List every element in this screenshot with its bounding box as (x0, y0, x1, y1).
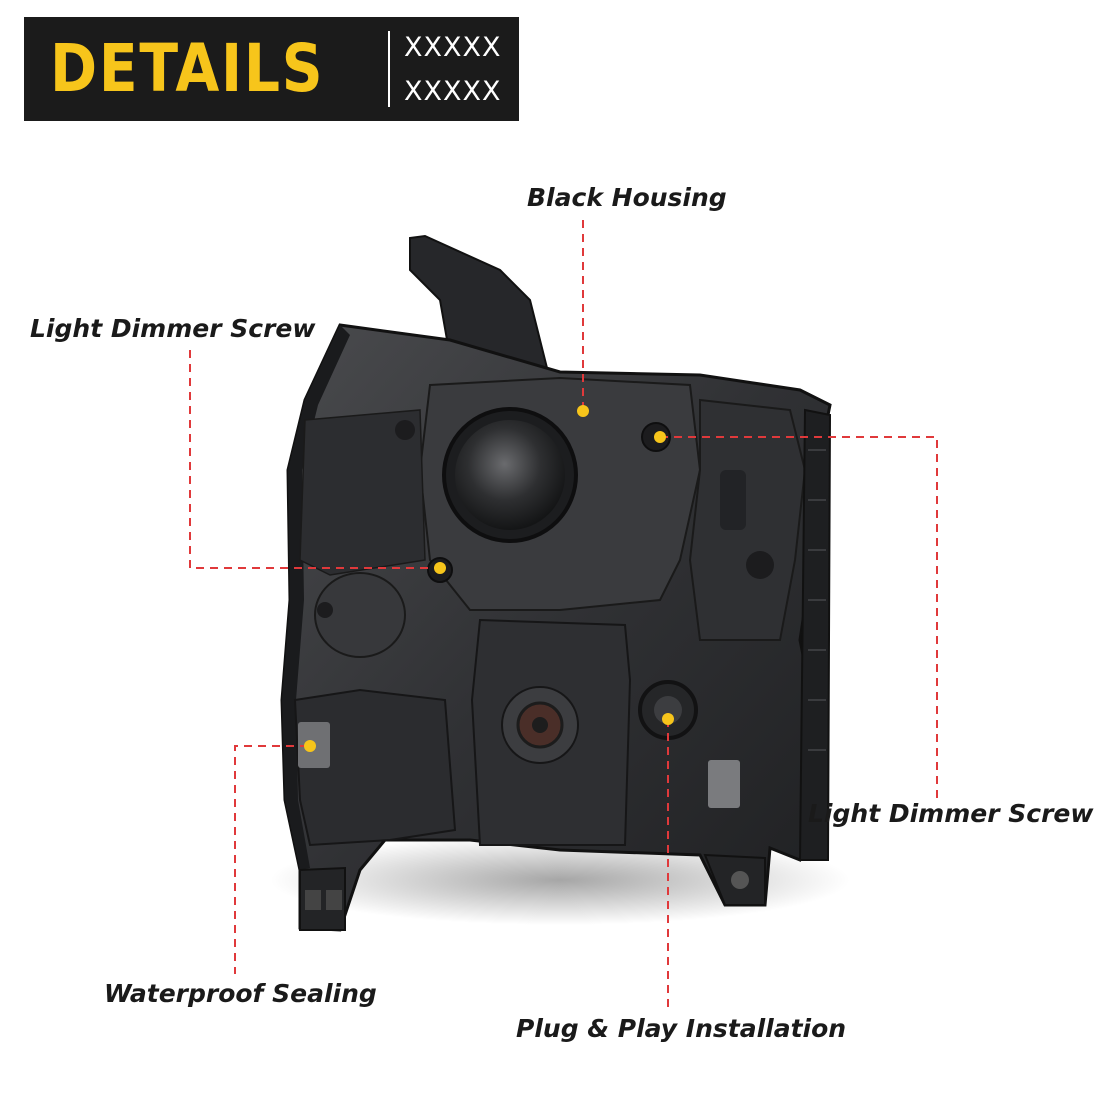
leader-dimmer-left (189, 350, 438, 569)
marker-dimmer-left (434, 562, 446, 574)
callout-light-dimmer-screw-left: Light Dimmer Screw (30, 314, 316, 343)
banner-divider (388, 31, 390, 107)
callout-markers (304, 405, 674, 752)
banner-subtitle-line-1: XXXXX (404, 32, 502, 63)
callout-black-housing: Black Housing (527, 183, 727, 212)
leader-waterproof (234, 745, 308, 974)
callout-light-dimmer-screw-right: Light Dimmer Screw (808, 799, 1094, 828)
marker-dimmer-right (654, 431, 666, 443)
leader-dimmer-right (660, 436, 938, 800)
callout-leader-lines (189, 220, 938, 1008)
callout-plug-and-play: Plug & Play Installation (516, 1014, 847, 1043)
marker-plug (662, 713, 674, 725)
marker-waterproof (304, 740, 316, 752)
callout-waterproof-sealing: Waterproof Sealing (104, 979, 377, 1008)
banner-title: DETAILS (50, 30, 325, 107)
headlight-housing (280, 234, 832, 932)
banner-subtitle-line-2: XXXXX (404, 76, 502, 107)
reflector-pad-right (708, 760, 740, 808)
details-banner: DETAILS XXXXX XXXXX (24, 17, 519, 121)
marker-black-housing (577, 405, 589, 417)
